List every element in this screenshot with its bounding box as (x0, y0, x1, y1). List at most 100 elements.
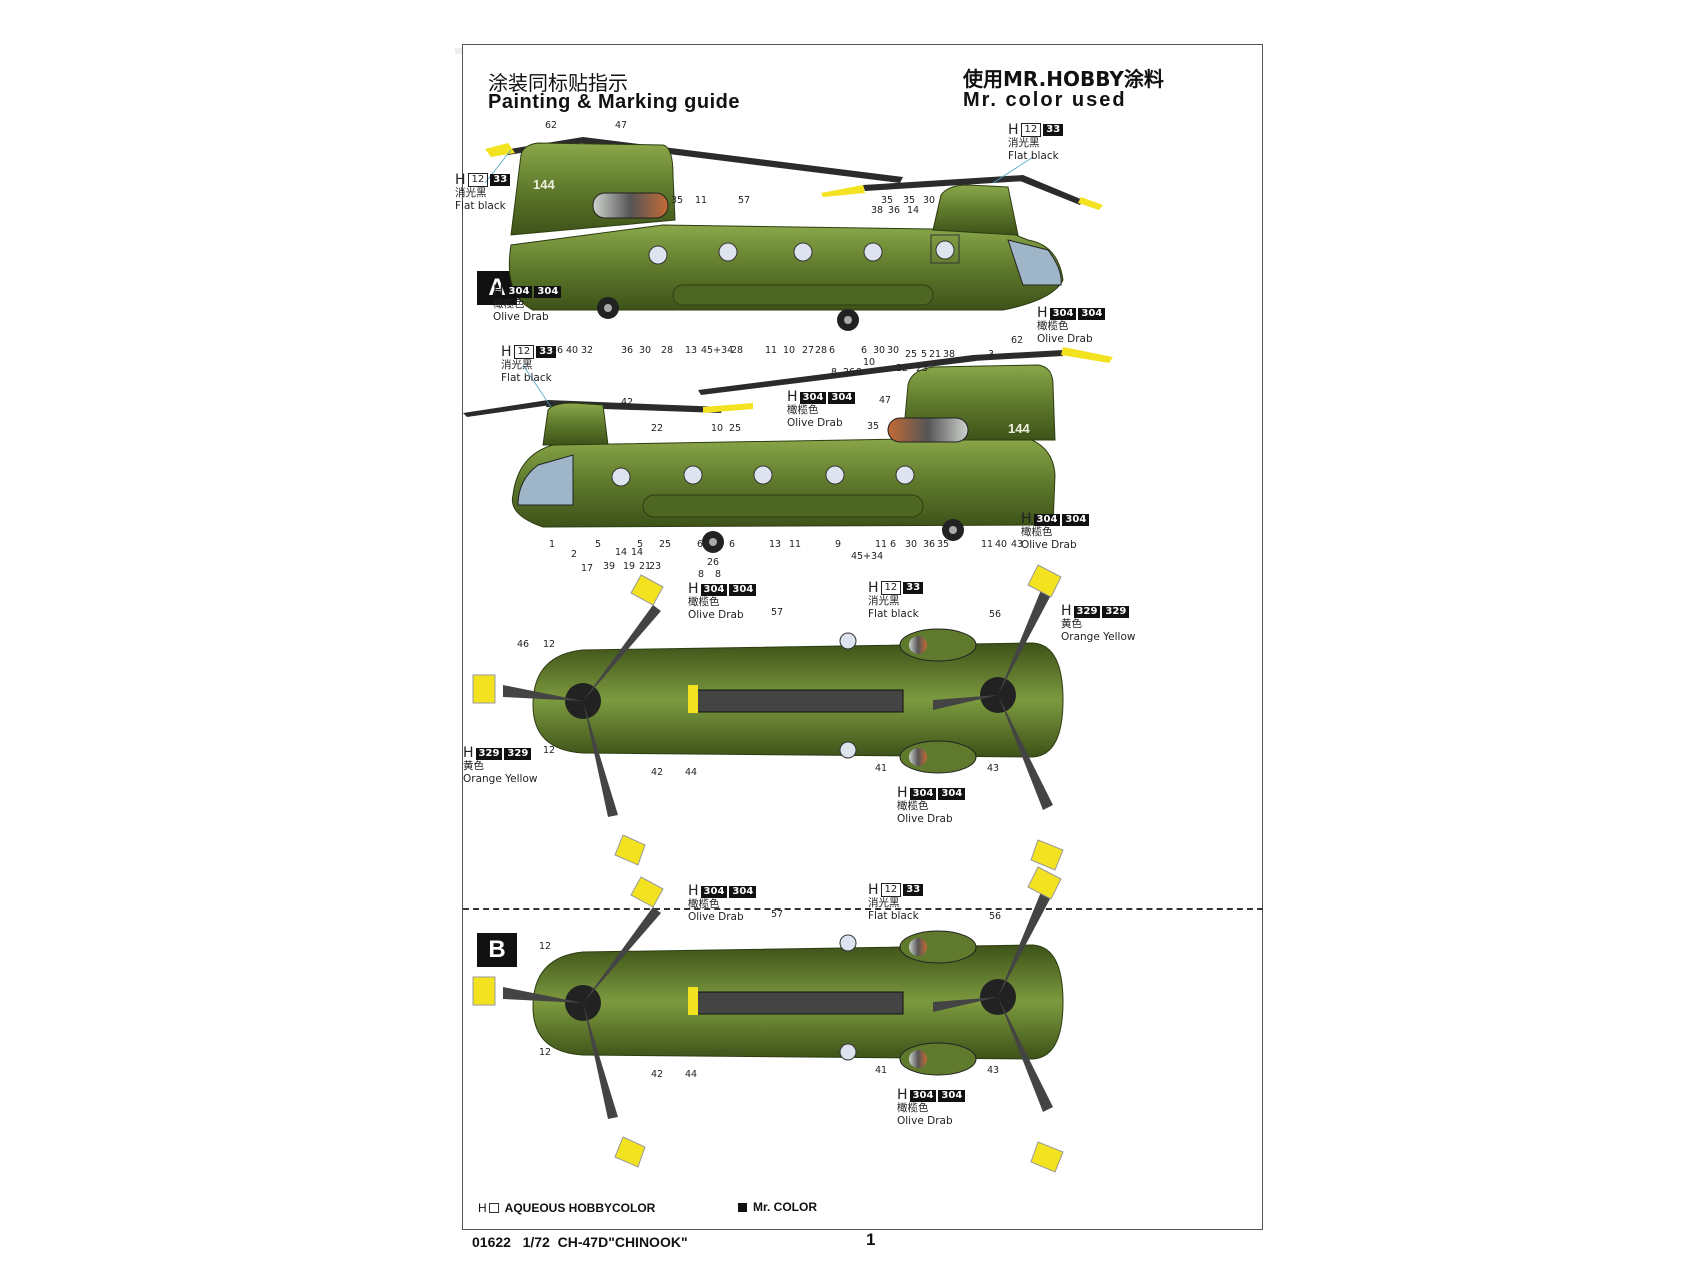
part-num: 10 (711, 423, 724, 434)
part-num: 41 (875, 763, 888, 774)
scheme-a-side-view-1 (484, 137, 1103, 331)
part-num: 6 (861, 345, 868, 356)
part-num: 47 (615, 120, 628, 131)
part-num: 19 (623, 561, 636, 572)
part-num: 23 (649, 561, 662, 572)
title-cn: 涂装同标贴指示 (488, 71, 628, 95)
paint-brand-cn: 使用MR.HOBBY涂料 (963, 67, 1164, 91)
legend-aqueous-prefix: H (478, 1201, 487, 1215)
part-num: 62 (1011, 335, 1024, 346)
part-num: 35 (671, 195, 684, 206)
part-num: 30 (923, 195, 936, 206)
instruction-sheet: 涂装同标贴指示 Painting & Marking guide 使用MR.HO… (455, 44, 1263, 1230)
part-num: 56 (989, 911, 1002, 922)
legend-mr-label: Mr. COLOR (753, 1200, 818, 1214)
part-num: 2 (571, 549, 578, 560)
part-num: 41 (875, 1065, 888, 1076)
part-num: 6 (697, 539, 704, 550)
part-num: 5 (595, 539, 602, 550)
scheme-a-side-view-2 (463, 347, 1113, 553)
part-num: 40 (566, 345, 579, 356)
paint-brand-en: Mr. color used (963, 89, 1127, 111)
part-num: 43 (1011, 539, 1024, 550)
part-num: 32 (581, 345, 594, 356)
part-num: 35 (881, 195, 894, 206)
part-num: 6 (890, 539, 897, 550)
part-num: 45+34 (701, 345, 734, 356)
legend-mr-swatch (738, 1202, 747, 1212)
part-num: 11 (981, 539, 994, 550)
part-num: 36 (621, 345, 634, 356)
scheme-a-top-view (472, 564, 1064, 871)
part-num: 46 (517, 639, 530, 650)
part-num: 23 (916, 363, 929, 374)
part-num: 39 (603, 561, 616, 572)
part-num: 25 (905, 349, 918, 360)
part-num: 13 (769, 539, 782, 550)
part-num: 1 (549, 539, 556, 550)
part-num: 35 (937, 539, 950, 550)
part-num: 62 (545, 120, 558, 131)
part-num: 44 (685, 767, 698, 778)
aircraft-number-a2: 144 (1008, 421, 1030, 436)
part-num: 14 (631, 547, 644, 558)
part-num: 12 (543, 745, 556, 756)
part-num: 10 (863, 357, 876, 368)
aircraft-number-a1: 144 (533, 177, 555, 192)
part-num: 38 (871, 205, 884, 216)
page-number: 1 (866, 1230, 876, 1249)
part-num: 28 (815, 345, 828, 356)
part-num: 30 (639, 345, 652, 356)
part-num: 36 (923, 539, 936, 550)
part-num: 14 (907, 205, 920, 216)
part-num: 40 (995, 539, 1008, 550)
part-num: 5 (921, 349, 928, 360)
part-num: 21 (929, 349, 942, 360)
part-num: 42 (621, 397, 634, 408)
scheme-b-badge: B (477, 933, 517, 967)
part-num: 11 (875, 539, 888, 550)
part-num: 30 (887, 345, 900, 356)
part-num: 12 (539, 941, 552, 952)
part-num: 11 (765, 345, 778, 356)
part-num: 25 (729, 423, 742, 434)
part-num: 30 (905, 539, 918, 550)
part-num: 35 (867, 421, 880, 432)
part-num: 30 (873, 345, 886, 356)
part-num: 57 (771, 909, 784, 920)
legend-aqueous: H AQUEOUS HOBBYCOLOR (478, 1201, 655, 1215)
part-num: 8 (715, 569, 722, 580)
legend-aqueous-label: AQUEOUS HOBBYCOLOR (504, 1201, 656, 1215)
part-num: 36 (888, 205, 901, 216)
legend-aqueous-swatch (488, 1203, 499, 1213)
part-num: 38 (943, 349, 956, 360)
part-num: 10 (783, 345, 796, 356)
part-num: 8 (698, 569, 705, 580)
part-num: 17 (581, 563, 594, 574)
part-num: 26 (843, 367, 856, 378)
scheme-b-top-view (472, 866, 1064, 1173)
part-num: 43 (987, 763, 1000, 774)
part-num: 56 (551, 345, 564, 356)
part-num: 44 (685, 1069, 698, 1080)
part-num: 13 (685, 345, 698, 356)
part-num: 45+34 (851, 551, 884, 562)
part-num: 57 (738, 195, 751, 206)
part-num: 11 (695, 195, 708, 206)
part-num: 3 (988, 349, 995, 360)
part-num: 57 (771, 607, 784, 618)
part-num: 5 (637, 539, 644, 550)
